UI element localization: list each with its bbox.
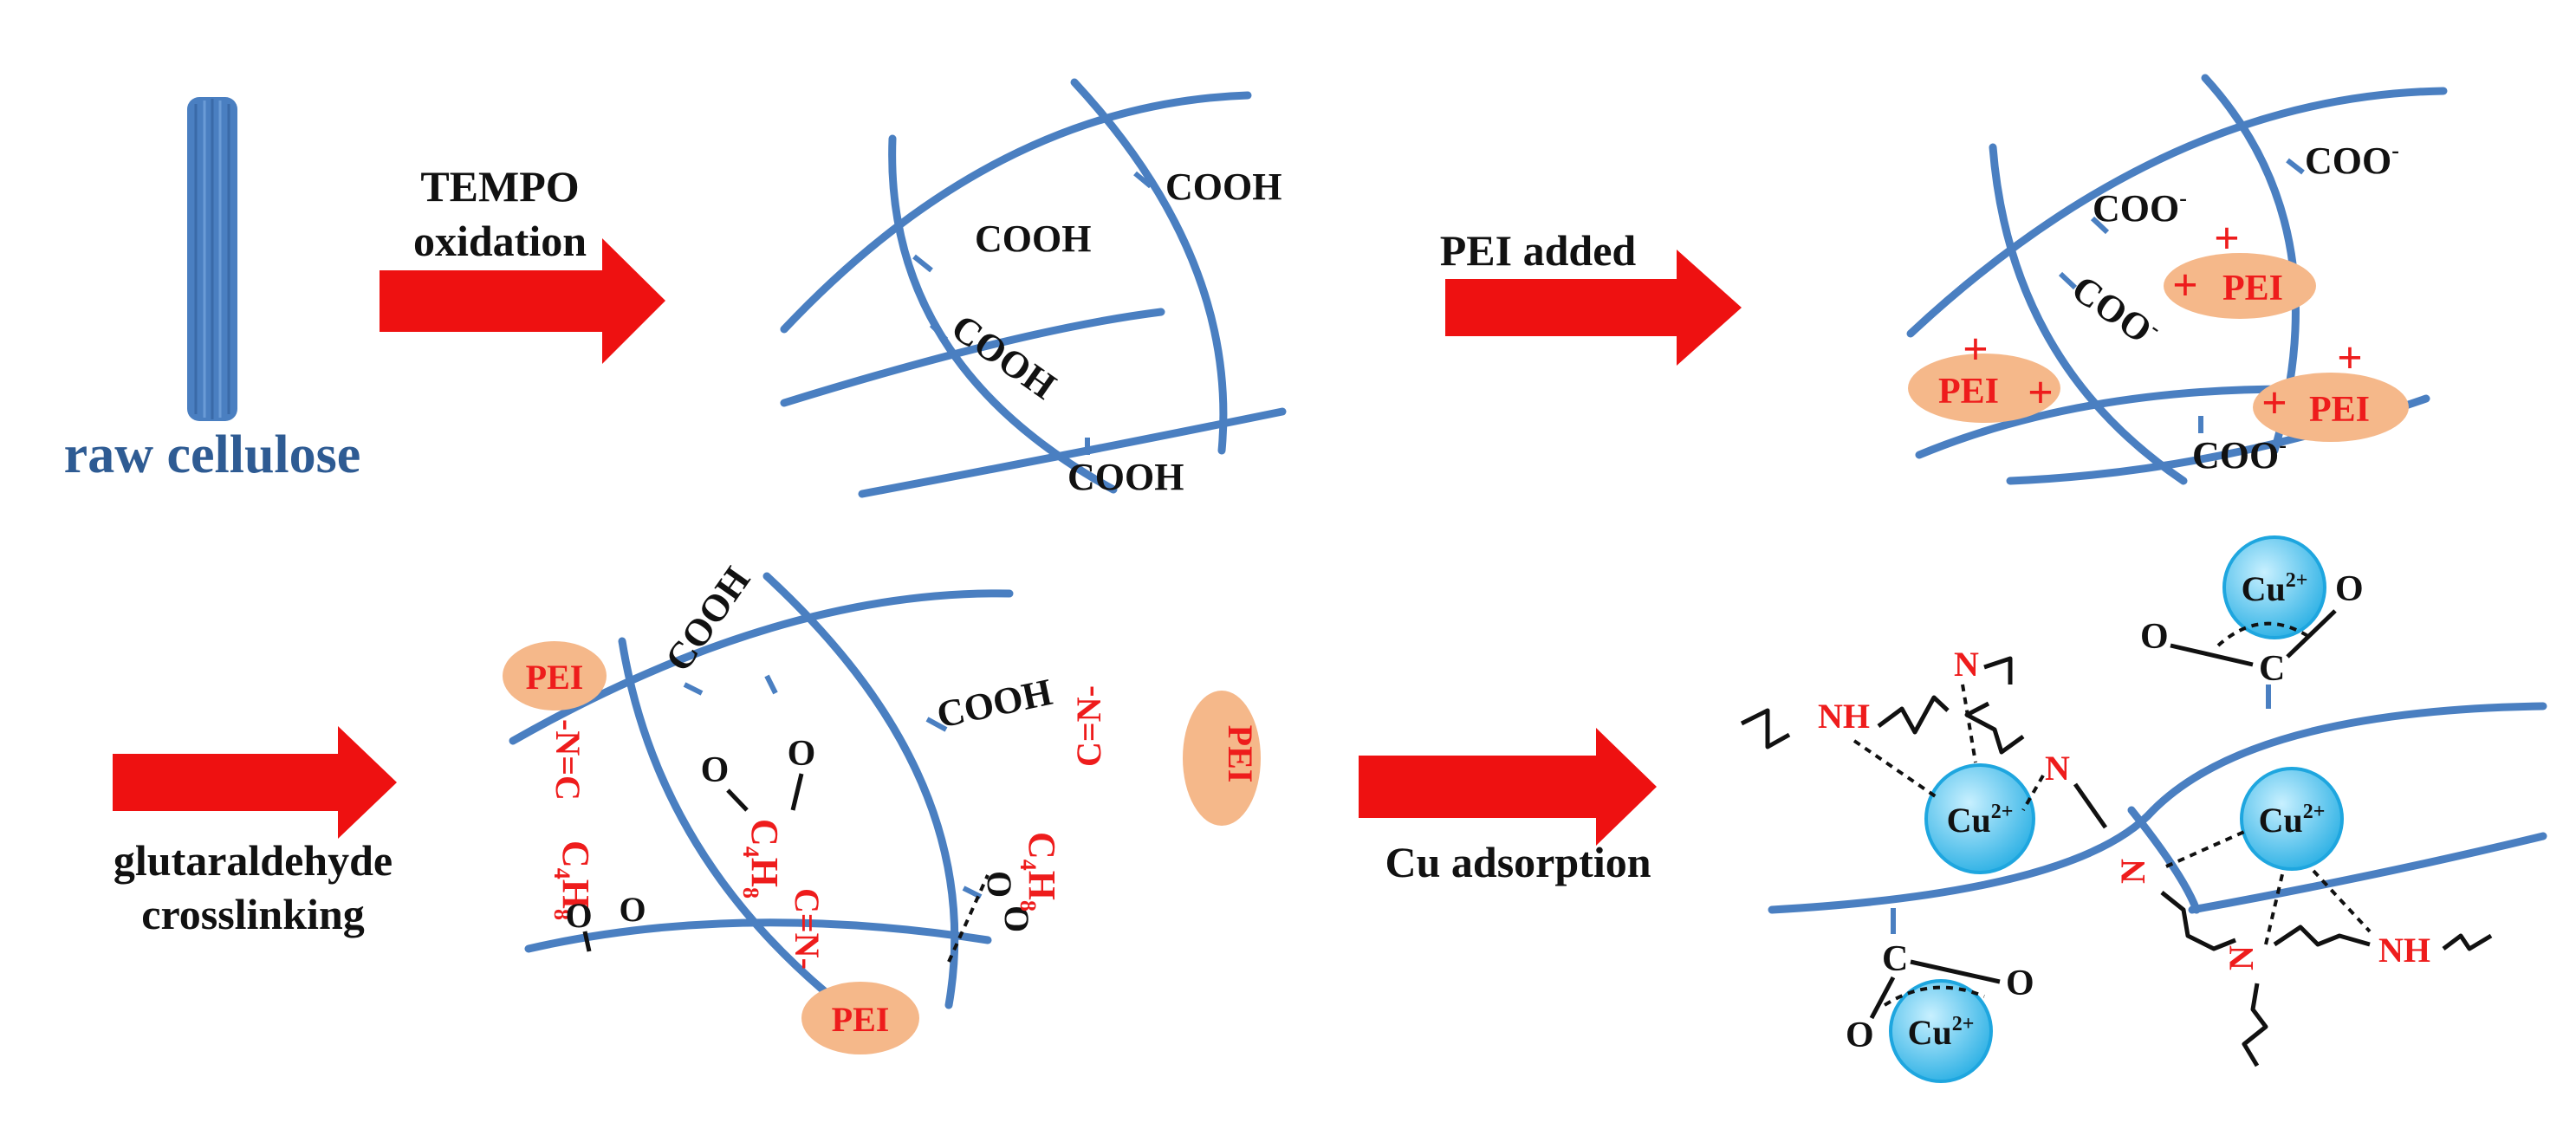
svg-text:O: O [619, 890, 646, 929]
svg-text:+: + [2337, 334, 2363, 383]
tempo-label-line2: oxidation [413, 217, 587, 265]
reaction-arrow-tempo [380, 238, 665, 364]
svg-text:Cu2+: Cu2+ [1947, 801, 2014, 840]
oxidized-fiber-network [780, 78, 1287, 498]
svg-text:PEI: PEI [1221, 725, 1260, 783]
cu-adsorbed-fiber [1768, 685, 2547, 934]
glutaraldehyde-label-line2: crosslinking [141, 890, 365, 938]
cu-ion: Cu2+ [1889, 979, 1993, 1083]
svg-text:+: + [2028, 368, 2054, 418]
svg-text:+: + [2261, 379, 2287, 428]
svg-text:C=N-: C=N- [788, 888, 827, 970]
svg-text:Cu2+: Cu2+ [1908, 1013, 1975, 1052]
amine-n: N [1954, 645, 1979, 684]
glutaraldehyde-bridge: PEI -N=C C4H8 O O [503, 641, 646, 952]
svg-text:C4H8: C4H8 [549, 840, 597, 920]
raw-cellulose-rod [187, 97, 237, 421]
amine-nh: NH [1818, 697, 1870, 736]
svg-text:O: O [980, 871, 1019, 898]
svg-text:C4H8: C4H8 [738, 819, 786, 899]
svg-text:O: O [701, 750, 730, 790]
pei-added-label: PEI added [1440, 226, 1637, 275]
svg-text:PEI: PEI [2309, 390, 2370, 430]
amine-nh: NH [2378, 931, 2430, 970]
glutaraldehyde-label-line1: glutaraldehyde [114, 836, 393, 885]
carboxylate-o: O [2006, 964, 2034, 1003]
svg-text:O: O [565, 896, 592, 935]
reaction-arrow-glutaraldehyde [113, 726, 397, 839]
coo-group: COO- [2093, 185, 2187, 230]
svg-text:Cu2+: Cu2+ [2259, 801, 2326, 840]
svg-text:PEI: PEI [526, 658, 584, 697]
glutaraldehyde-bridge: O O C4H8 C=N- PEI [701, 734, 919, 1054]
carboxylate-c: C [1882, 939, 1908, 979]
glutaraldehyde-bridge: O O C4H8 C=N- PEI [947, 685, 1261, 963]
svg-text:O: O [997, 905, 1036, 932]
cooh-group: COOH [944, 306, 1063, 407]
cooh-group: COOH [1165, 165, 1282, 208]
reaction-arrow-pei [1445, 250, 1742, 366]
pei-blob: PEI + + [1908, 325, 2060, 423]
svg-text:C4H8: C4H8 [1015, 832, 1063, 912]
amine-n: N [2113, 859, 2152, 884]
tempo-label-line1: TEMPO [420, 162, 579, 211]
coo-group: COO- [2192, 432, 2287, 477]
svg-text:-N=C: -N=C [548, 719, 587, 801]
svg-text:+: + [2214, 214, 2240, 263]
cooh-group: COOH [1067, 456, 1184, 498]
svg-text:+: + [2172, 261, 2198, 310]
cooh-group: COOH [975, 217, 1091, 260]
coo-group: COO- [2305, 138, 2399, 182]
amine-n: N [2222, 945, 2261, 970]
reaction-arrow-cu [1359, 728, 1657, 846]
svg-text:PEI: PEI [2222, 269, 2283, 308]
cu-ion: Cu2+ [2240, 767, 2344, 871]
coo-group: COO- [2064, 265, 2166, 355]
carboxylate-o: O [2335, 569, 2364, 609]
cooh-group: COOH [657, 559, 758, 678]
cu-ion: Cu2+ [1924, 763, 2035, 874]
svg-text:PEI: PEI [1938, 372, 1999, 412]
svg-text:+: + [1963, 325, 1989, 374]
carboxylate-o: O [1846, 1015, 1874, 1055]
carboxylate-o: O [2140, 617, 2169, 657]
cooh-group: COOH [933, 671, 1056, 736]
svg-text:O: O [788, 734, 816, 774]
carboxylate-c: C [2259, 649, 2285, 689]
pei-blob: PEI + + [2253, 334, 2409, 442]
raw-cellulose-label: raw cellulose [64, 425, 361, 484]
pei-blob: PEI + + [2164, 214, 2316, 319]
cu-ion: Cu2+ [2222, 535, 2326, 639]
cu-adsorption-label: Cu adsorption [1385, 838, 1651, 886]
svg-text:Cu2+: Cu2+ [2242, 569, 2308, 608]
svg-text:C=N-: C=N- [1069, 685, 1108, 767]
svg-text:PEI: PEI [832, 1000, 890, 1039]
amine-n: N [2045, 749, 2070, 788]
